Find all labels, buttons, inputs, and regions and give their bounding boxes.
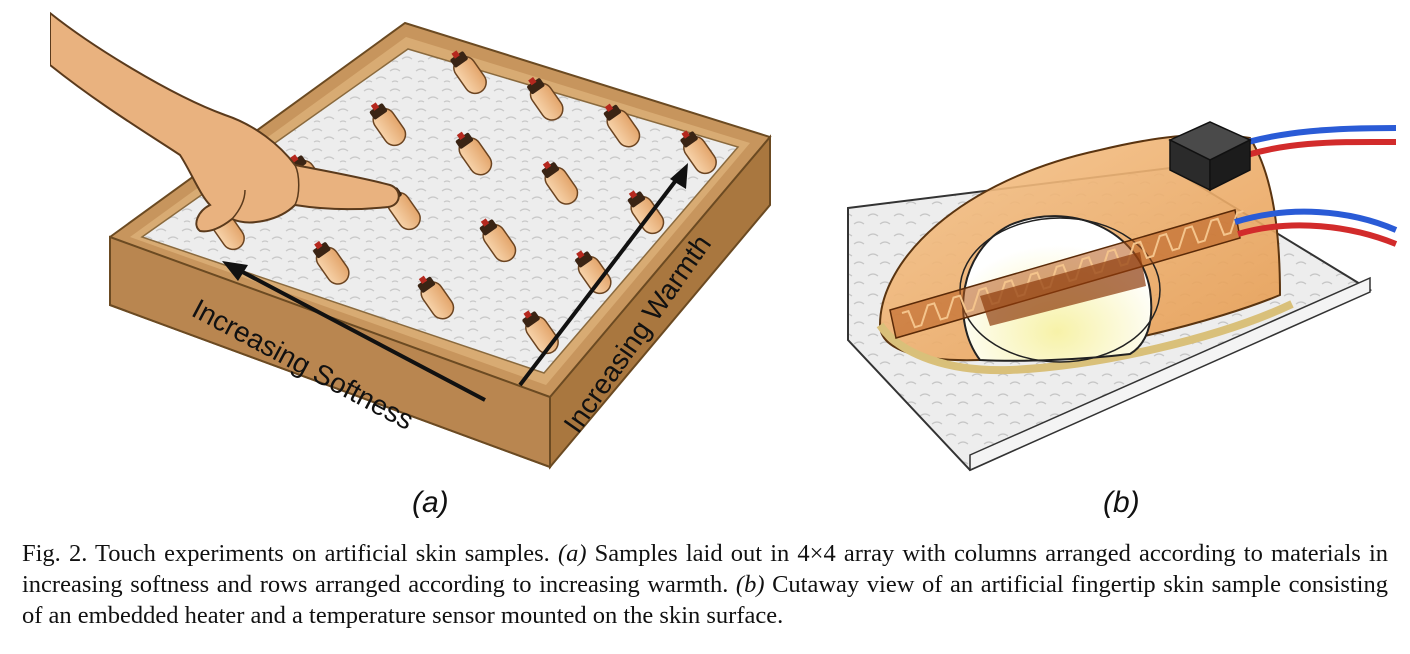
panel-b-illustration — [847, 121, 1398, 472]
fingertip-sample — [455, 131, 493, 176]
panel-a-label: (a) — [412, 486, 449, 519]
panel-b-label: (b) — [1103, 486, 1140, 519]
caption-b-marker: (b) — [735, 571, 765, 598]
panel-a-illustration: Increasing Softness Increasing Warmth — [50, 11, 772, 470]
fingertip-sample — [369, 102, 407, 147]
caption-number: Fig. 2. — [22, 540, 88, 567]
fingertip-sample — [603, 103, 641, 148]
fingertip-sample — [479, 218, 517, 263]
sensor-block-icon — [1168, 121, 1252, 192]
fingertip-sample — [575, 250, 612, 295]
caption-b-text: Cutaway view of an artificial fingertip … — [22, 571, 1388, 629]
softness-arrow — [222, 261, 486, 402]
fingertip-sample — [541, 161, 579, 205]
warmth-arrow — [518, 163, 688, 387]
fingertip-sample — [527, 77, 564, 121]
hand-illustration — [50, 11, 400, 233]
fingertip-sample — [313, 241, 350, 285]
fingertip-sample — [417, 275, 455, 320]
tray — [109, 21, 772, 470]
fingertip-sample — [680, 130, 717, 175]
caption-a-text: Samples laid out in 4×4 array with colum… — [22, 540, 1389, 598]
figure-caption: Fig. 2. Touch experiments on artificial … — [22, 538, 1388, 631]
caption-intro: Touch experiments on artificial skin sam… — [87, 540, 558, 567]
heater-trace-icon — [889, 209, 1244, 339]
fingertip-sample — [450, 50, 487, 95]
caption-a-marker: (a) — [557, 540, 587, 567]
